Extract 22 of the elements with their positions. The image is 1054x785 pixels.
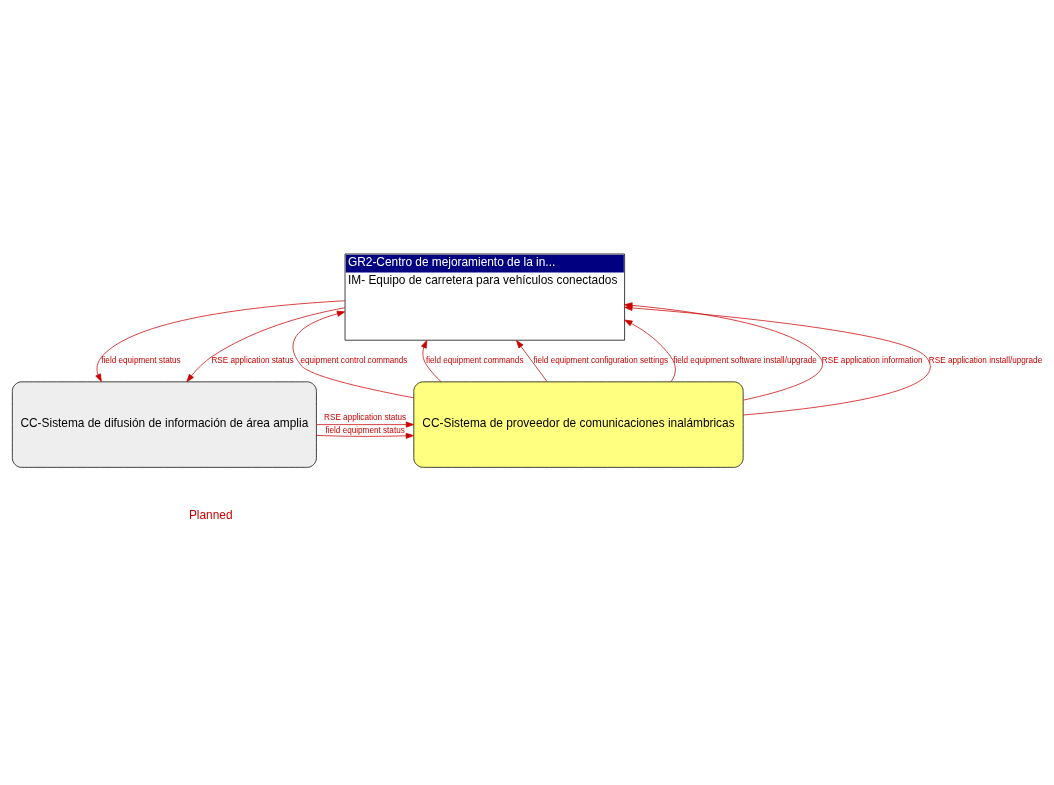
arrow <box>421 339 442 382</box>
node-box: CC-Sistema de proveedor de comunicaciones inalámbricas <box>413 381 744 468</box>
edge-label: field equipment configuration settings <box>533 355 669 365</box>
arrow <box>316 432 414 439</box>
arrow <box>624 319 676 382</box>
arrow <box>186 306 346 382</box>
edge-label: field equipment status <box>101 355 181 365</box>
edge-label: field equipment commands <box>426 355 524 365</box>
legend-label: Planned <box>188 507 233 522</box>
arrow <box>316 421 414 428</box>
arrow <box>292 310 415 398</box>
edge-label: RSE application status <box>211 355 294 365</box>
edge-label: field equipment software install/upgrade <box>673 355 817 365</box>
edge-label: field equipment status <box>325 425 405 435</box>
arrow <box>516 339 548 382</box>
edge-label: RSE application status <box>324 412 407 422</box>
edge-label: RSE application information <box>821 355 923 365</box>
arrow <box>95 299 346 382</box>
arrow <box>624 304 931 415</box>
node-box: CC-Sistema de difusión de información de área amplia <box>11 381 317 468</box>
edge-label: RSE application install/upgrade <box>928 355 1043 365</box>
edge-label: equipment control commands <box>300 355 408 365</box>
